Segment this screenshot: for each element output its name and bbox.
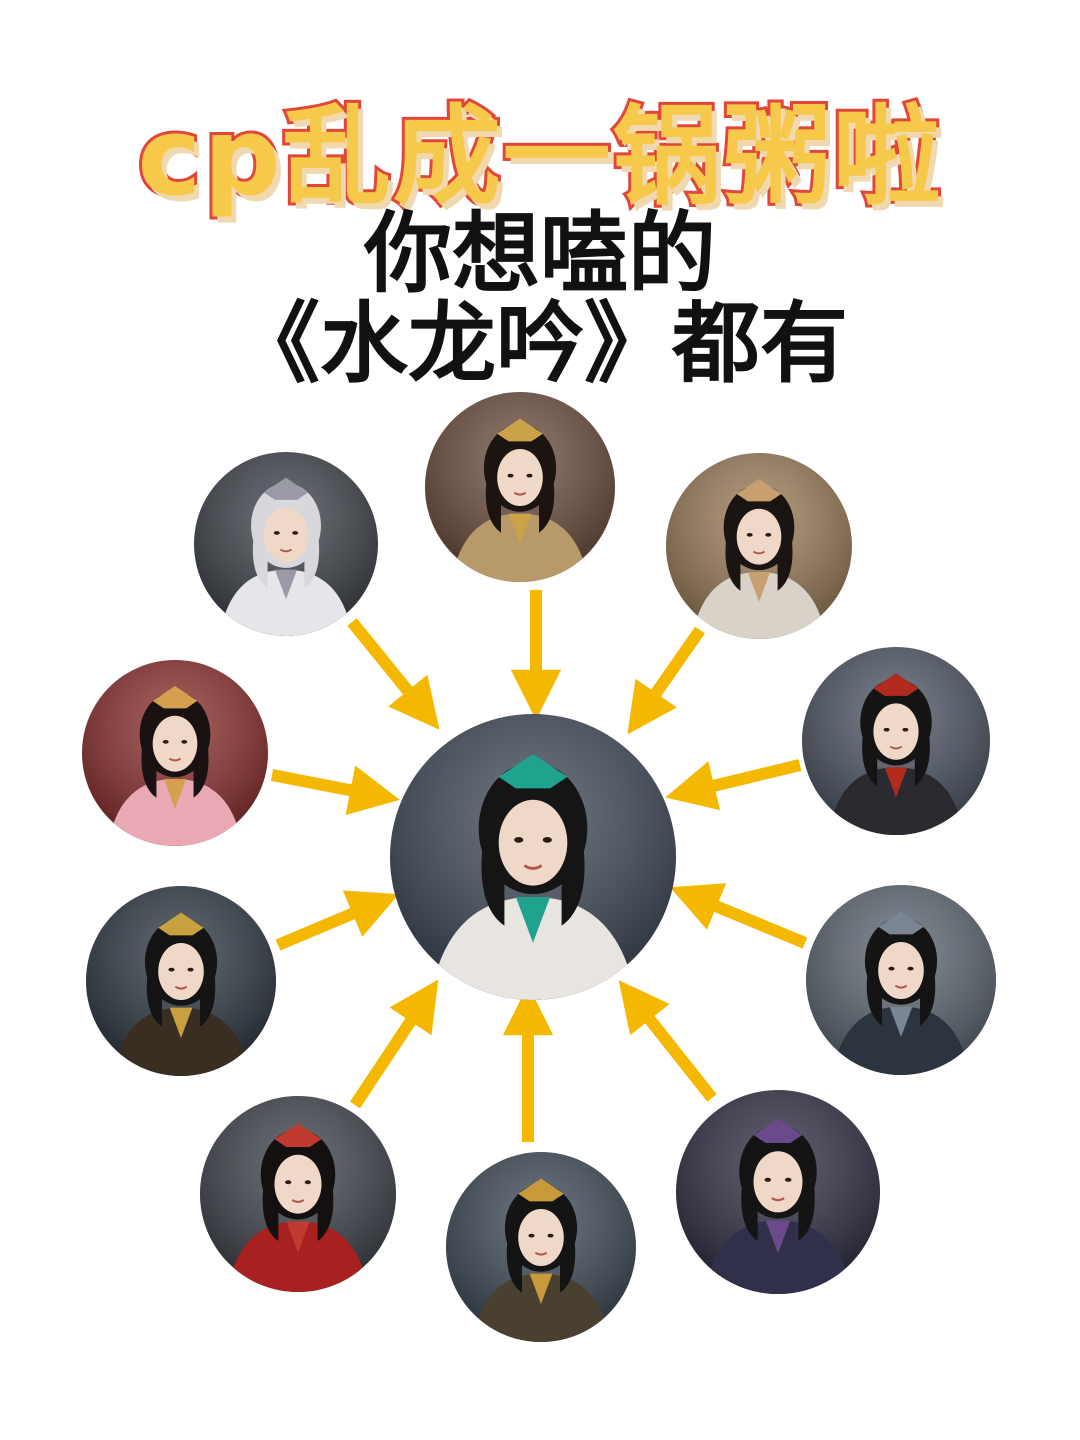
portrait-center [390,714,676,1000]
portrait-figure-left-lower [86,886,276,1076]
portrait-figure-top [425,392,615,582]
portrait-figure-bottom-left [200,1096,396,1292]
portrait-figure-left-upper [82,660,268,846]
portrait-figure-top-left [194,452,378,636]
portrait-figure-bottom [446,1152,636,1342]
portrait-left-lower [86,886,276,1076]
portrait-bottom-left [200,1096,396,1292]
arrow-from-top-right [627,626,705,735]
arrow-from-top-left [347,618,440,730]
portrait-figure-center [390,714,676,1000]
portrait-top [425,392,615,582]
portrait-figure-right-lower [806,885,996,1075]
portrait-right-upper [802,647,990,835]
arrow-from-right-upper [665,759,802,811]
main-title: cp乱成一锅粥啦 [134,92,943,223]
portrait-figure-right-upper [802,647,990,835]
subtitle-line-2: 《水龙吟》都有 [231,292,848,395]
portrait-bottom-right [676,1090,880,1294]
portrait-top-left [194,452,378,636]
arrow-from-left-lower [275,890,399,951]
subtitle-line-1: 你想嗑的 [363,202,716,305]
arrow-from-left-upper [270,765,400,815]
portrait-figure-top-right [666,453,852,639]
portrait-top-right [666,453,852,639]
portrait-right-lower [806,885,996,1075]
portrait-figure-bottom-right [676,1090,880,1294]
arrow-from-bottom-right [618,980,717,1102]
portrait-bottom [446,1152,636,1342]
arrow-from-bottom-left [350,979,439,1109]
arrow-from-right-lower [670,883,808,949]
portrait-left-upper [82,660,268,846]
